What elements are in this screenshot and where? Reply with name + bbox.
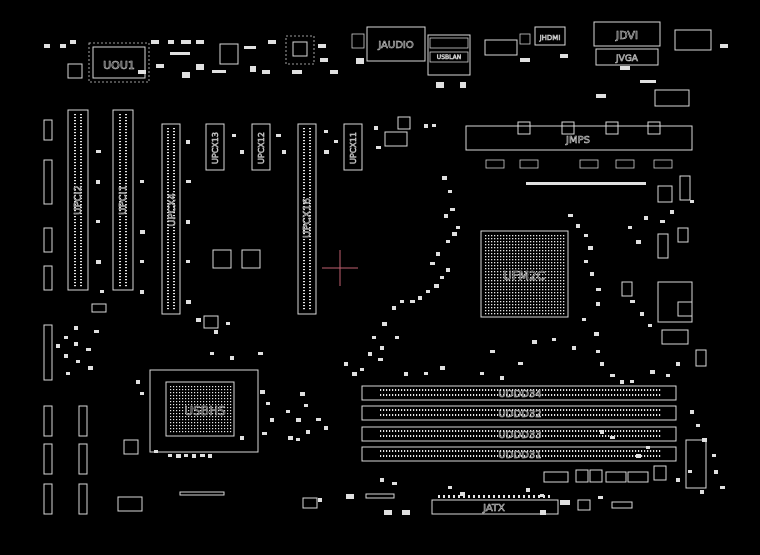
pcie-slot-upcx13[interactable] [205, 123, 225, 171]
dimm-slot-uddd34[interactable] [361, 385, 677, 401]
label-upcx4: UPCX4 [167, 193, 178, 227]
label-upcx12: UPCX12 [257, 132, 266, 164]
top-left-components [44, 35, 338, 83]
pci-slot-upci1[interactable] [112, 109, 134, 291]
jmps-connector-area [465, 121, 707, 367]
label-uddd33: UDDD33 [498, 430, 541, 441]
label-jaudio: JAUDIO [377, 40, 414, 51]
label-uou1: UOU1 [103, 59, 135, 72]
rear-io-connectors [351, 21, 728, 107]
label-upcx11: UPCX11 [349, 132, 358, 164]
label-usblan: USBLAN [437, 54, 461, 61]
left-edge-headers [43, 119, 143, 515]
small-chips [123, 116, 411, 509]
pcie-slot-upcx4[interactable] [161, 123, 181, 315]
chipset-usbhs[interactable] [149, 369, 259, 453]
label-jmps: JMPS [565, 135, 590, 146]
dimm-slot-uddd31[interactable] [361, 446, 677, 462]
label-jvga: JVGA [615, 54, 639, 64]
label-jhdmi: JHDMI [539, 34, 561, 42]
bottom-components [346, 439, 707, 515]
label-upci2: UPCI2 [73, 185, 84, 215]
label-upcx13: UPCX13 [211, 132, 220, 164]
cursor-crosshair [322, 250, 358, 286]
label-jatx: JATX [482, 503, 505, 514]
label-uddd34: UDDD34 [498, 389, 541, 400]
pcie-slot-upcx11[interactable] [343, 123, 363, 171]
label-ufm2c: UFM2C [503, 269, 545, 283]
pci-slot-upci2[interactable] [67, 109, 89, 291]
cpu-socket-ufm2c[interactable] [480, 230, 569, 318]
label-upci1: UPCI1 [118, 185, 129, 215]
label-jdvi: JDVI [615, 29, 638, 42]
passive-components [56, 124, 725, 502]
dimm-slot-uddd33[interactable] [361, 426, 677, 442]
label-usbhs: USBHS [184, 404, 225, 418]
label-upcx16: UPCX16 [302, 198, 313, 238]
pcie-slot-upcx12[interactable] [251, 123, 271, 171]
label-uddd32: UDDD32 [498, 409, 541, 420]
pcie-slot-upcx16[interactable] [297, 123, 317, 315]
dimm-slot-uddd32[interactable] [361, 405, 677, 421]
label-uddd31: UDDD31 [498, 450, 541, 461]
